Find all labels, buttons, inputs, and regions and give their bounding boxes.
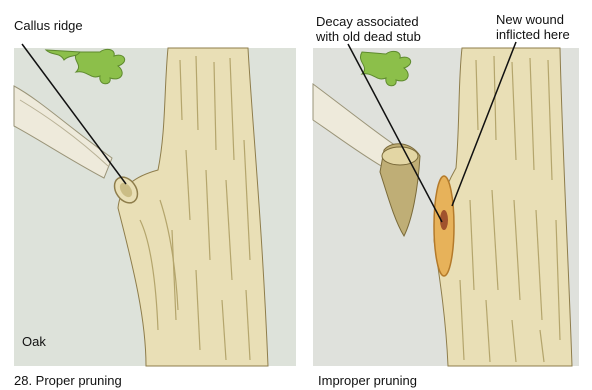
- species-label: Oak: [22, 334, 46, 349]
- caption-right: Improper pruning: [318, 373, 417, 388]
- decay-label-line2: with old dead stub: [316, 29, 421, 44]
- wound-label-line2: inflicted here: [496, 27, 570, 42]
- caption-left: 28. Proper pruning: [14, 373, 122, 388]
- callus-ridge-label: Callus ridge: [14, 18, 83, 33]
- wound-label-line1: New wound: [496, 12, 564, 27]
- decay-label-line1: Decay associated: [316, 14, 419, 29]
